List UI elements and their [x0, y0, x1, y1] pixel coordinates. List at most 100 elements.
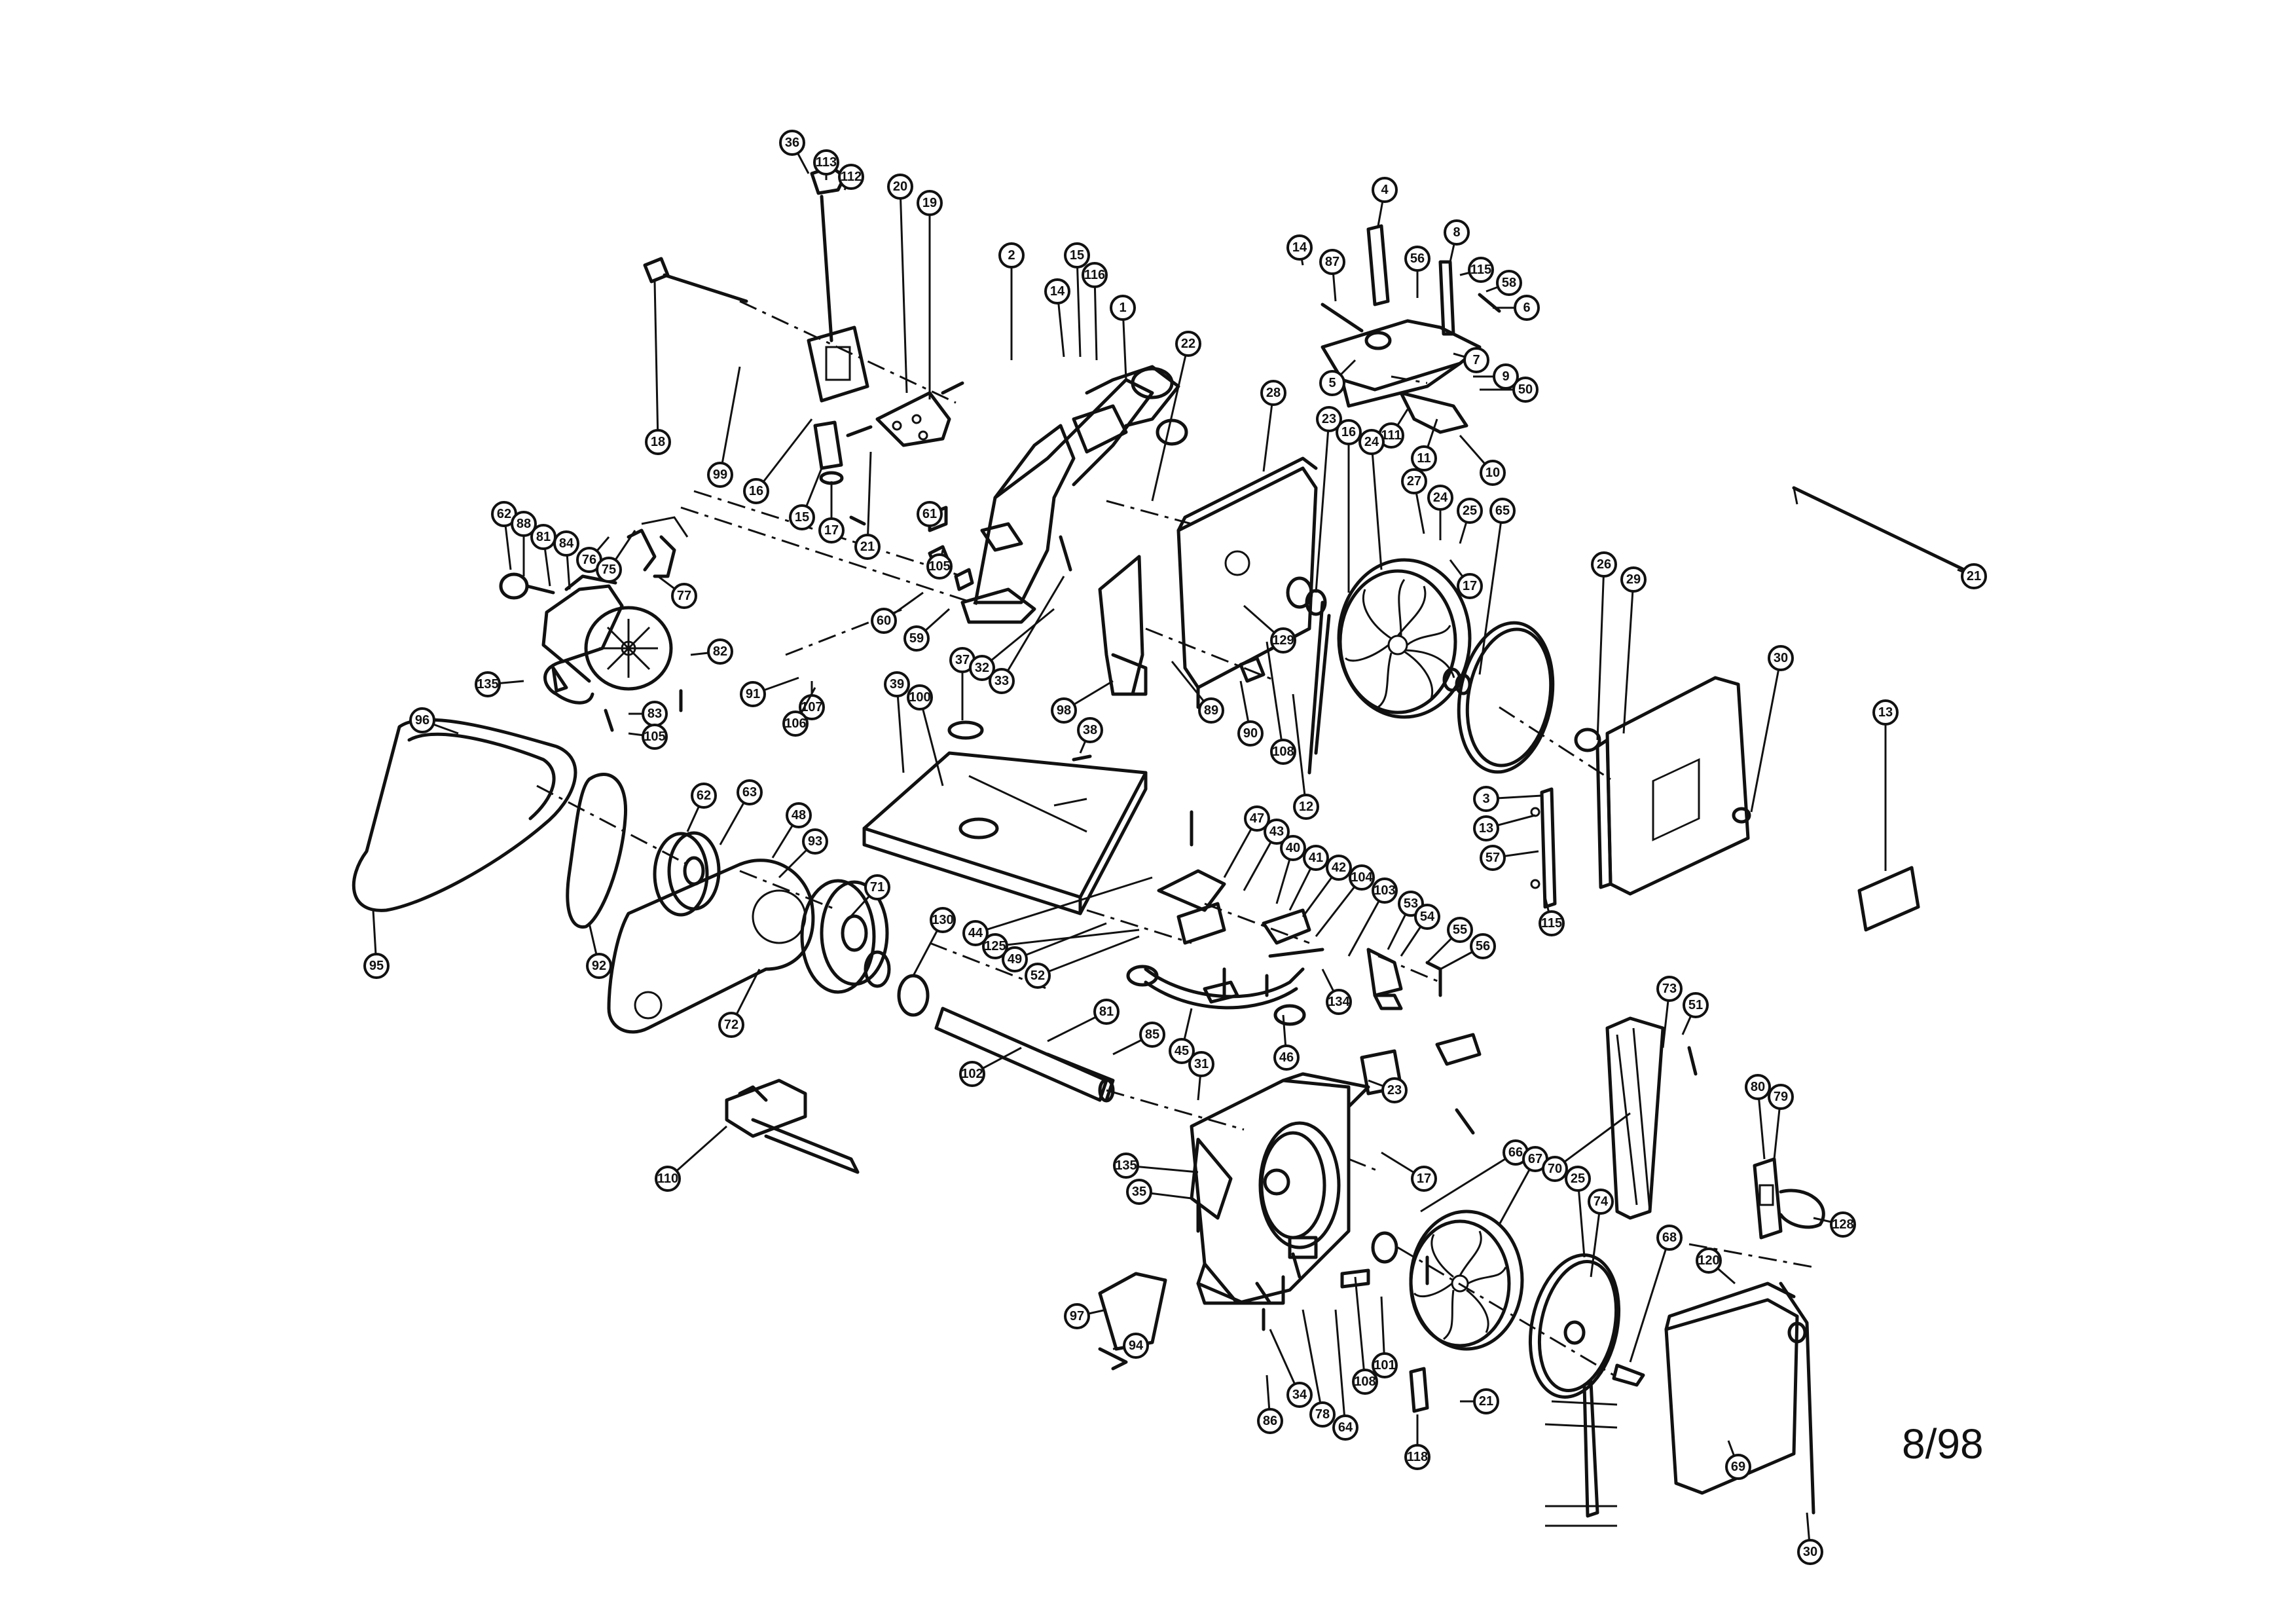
band-wheel-icon: [1286, 558, 1472, 775]
callout-number: 31: [1194, 1057, 1209, 1071]
callout-balloon: [884, 671, 910, 697]
callout-69: 69: [1725, 1440, 1751, 1480]
callout-number: 106: [784, 716, 806, 731]
callout-number: 95: [369, 959, 384, 973]
callout-number: 86: [1263, 1414, 1277, 1428]
callout-number: 30: [1803, 1545, 1817, 1559]
callout-leader: [1554, 1112, 1631, 1170]
callout-number: 101: [1374, 1358, 1395, 1373]
callout-leader: [667, 1125, 727, 1180]
bottom-guard: [1098, 1272, 1167, 1371]
callout-15: 15: [1064, 242, 1090, 358]
callout-leader: [1596, 564, 1605, 741]
callout-number: 68: [1662, 1230, 1677, 1245]
callout-17: 17: [1449, 559, 1483, 599]
callout-113: 113: [813, 149, 839, 180]
callout-5: 5: [1319, 359, 1357, 396]
callout-number: 35: [1132, 1185, 1146, 1199]
callout-number: 96: [415, 713, 429, 728]
callout-79: 79: [1768, 1084, 1794, 1160]
callout-balloon: [1512, 377, 1539, 403]
callout-number: 15: [1070, 248, 1084, 263]
callout-63: 63: [719, 779, 763, 845]
callout-number: 62: [697, 788, 711, 803]
callout-110: 110: [655, 1125, 727, 1192]
callout-number: 118: [1407, 1450, 1428, 1464]
callout-balloon: [998, 242, 1025, 268]
callout-52: 52: [1025, 935, 1140, 989]
callout-balloon: [982, 933, 1008, 959]
callout-balloon: [1286, 1382, 1313, 1408]
callout-43: 43: [1243, 819, 1290, 891]
callout-balloon: [1372, 1352, 1398, 1378]
callout-balloon: [1404, 1444, 1430, 1470]
callout-number: 43: [1269, 824, 1284, 839]
callout-balloon: [1372, 877, 1398, 904]
callout-13: 13: [1473, 814, 1536, 841]
callout-41: 41: [1288, 845, 1329, 911]
callout-number: 37: [955, 653, 970, 667]
callout-number: 99: [713, 468, 727, 482]
callout-81: 81: [1047, 999, 1120, 1043]
callout-81: 81: [530, 524, 556, 587]
callout-number: 90: [1243, 726, 1258, 741]
callout-leader: [1266, 641, 1285, 752]
callout-balloon: [1468, 257, 1494, 283]
callout-balloon: [1064, 1303, 1090, 1329]
callout-21: 21: [1957, 563, 1987, 589]
callout-leader: [1478, 510, 1504, 675]
callout-50: 50: [1480, 377, 1539, 403]
callout-number: 120: [1698, 1253, 1719, 1268]
table-trunnions: [1126, 869, 1442, 1026]
callout-balloon: [818, 517, 845, 544]
callout-72: 72: [718, 969, 761, 1038]
callout-number: 87: [1325, 255, 1339, 269]
callout-number: 129: [1272, 633, 1294, 648]
callout-91: 91: [740, 676, 799, 707]
callout-balloon: [1123, 1333, 1149, 1359]
callout-number: 82: [713, 644, 727, 659]
callout-28: 28: [1260, 380, 1286, 472]
callout-balloon: [1414, 904, 1440, 930]
callout-59: 59: [903, 608, 951, 652]
callout-number: 93: [808, 834, 822, 849]
callout-balloon: [1473, 1388, 1499, 1414]
callout-97: 97: [1064, 1303, 1107, 1329]
callout-105: 105: [628, 724, 668, 750]
callout-balloon: [1447, 917, 1473, 943]
callout-balloon: [1064, 242, 1090, 268]
callout-balloon: [1198, 697, 1224, 724]
callout-number: 102: [961, 1067, 983, 1081]
callout-balloon: [1260, 380, 1286, 406]
callout-balloon: [671, 583, 697, 609]
callout-number: 110: [657, 1172, 678, 1186]
callout-number: 73: [1662, 982, 1677, 996]
callout-14: 14: [1044, 278, 1070, 358]
callout-number: 14: [1292, 240, 1307, 255]
callout-32: 32: [969, 608, 1055, 681]
callout-number: 4: [1381, 183, 1389, 197]
callout-112: 112: [838, 164, 864, 191]
callout-number: 32: [975, 661, 989, 675]
callout-101: 101: [1372, 1296, 1398, 1378]
callout-number: 134: [1328, 995, 1350, 1009]
callout-60: 60: [871, 591, 924, 634]
callout-balloon: [1113, 1153, 1139, 1179]
callout-leader: [1750, 657, 1782, 813]
callout-number: 57: [1485, 851, 1500, 865]
callout-number: 30: [1774, 651, 1788, 665]
callout-balloon: [740, 681, 766, 707]
callout-17: 17: [818, 481, 845, 544]
callout-number: 98: [1057, 703, 1071, 718]
callout-84: 84: [553, 530, 579, 590]
callout-number: 135: [1115, 1158, 1137, 1173]
callout-leader: [1629, 1237, 1671, 1363]
callout-19: 19: [917, 190, 943, 399]
callout-number: 113: [816, 155, 837, 170]
callout-22: 22: [1151, 331, 1201, 502]
callout-balloon: [1082, 262, 1108, 288]
callout-29: 29: [1620, 566, 1647, 734]
callout-leader: [1262, 392, 1275, 472]
callout-number: 39: [890, 677, 904, 692]
